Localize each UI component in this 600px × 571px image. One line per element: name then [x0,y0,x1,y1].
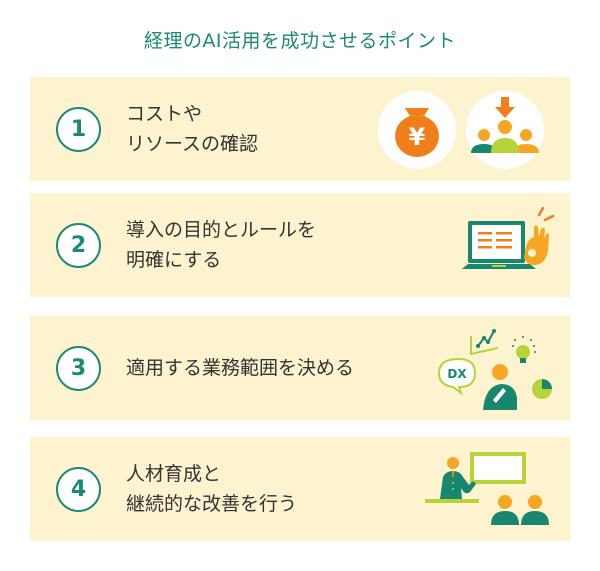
point-number-2: 2 [56,223,101,268]
point-label-4: 人材育成と 継続的な改善を行う [126,463,298,515]
svg-text:¥: ¥ [409,123,426,151]
page-title: 経理のAI活用を成功させるポイント [143,30,457,52]
point-card-4: 4 人材育成と 継続的な改善を行う [30,437,570,541]
training-presentation-icon [425,452,549,525]
point-label-3: 適用する業務範囲を決める [126,357,355,379]
point-label-1: コストや リソースの確認 [126,103,259,155]
point-card-3: 3 適用する業務範囲を決める DX [30,316,570,420]
dx-analysis-person-icon: DX [437,329,552,410]
lightbulb-icon [512,336,536,363]
point-card-1: 1 コストや リソースの確認 ¥ [30,77,570,181]
yen-money-bag-icon: ¥ [378,91,456,169]
people-resource-icon [466,91,544,169]
laptop-ok-hand-icon [462,207,555,269]
svg-text:DX: DX [447,367,467,381]
point-number-1: 1 [56,107,101,152]
point-label-2: 導入の目的とルールを 明確にする [126,219,317,271]
point-card-2: 2 導入の目的とルールを 明確にする [30,193,570,297]
point-number-3: 3 [56,346,101,391]
point-number-4: 4 [56,467,101,512]
dx-speech-bubble: DX [437,357,477,396]
